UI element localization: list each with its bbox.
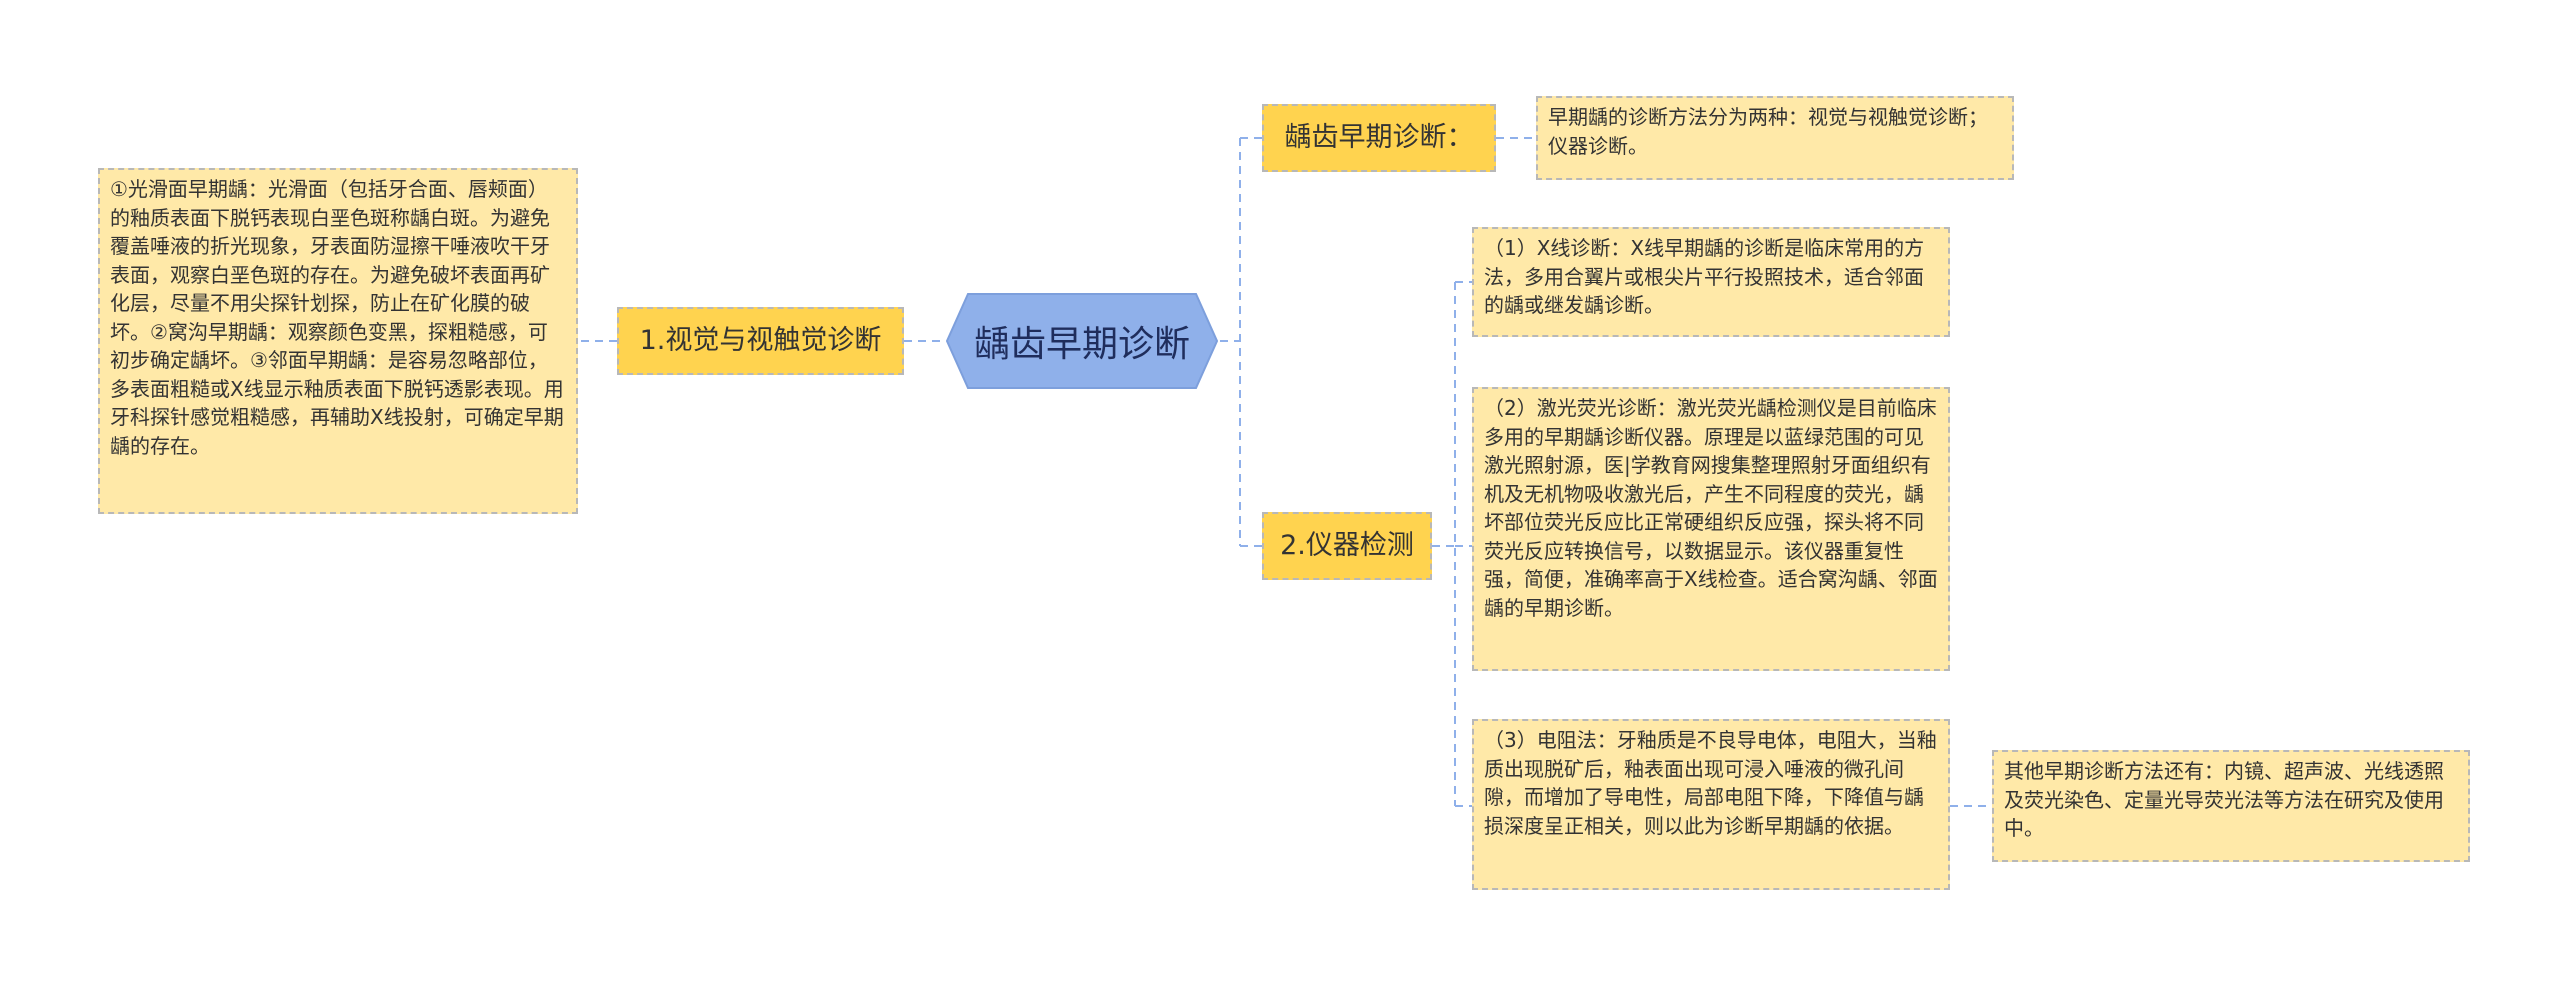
root-label: 龋齿早期诊断 xyxy=(973,324,1190,365)
note-xray-diagnosis[interactable]: （1）X线诊断：X线早期龋的诊断是临床常用的方法，多用合翼片或根尖片平行投照技术… xyxy=(1472,227,1950,337)
note-visual-diagnosis[interactable]: ①光滑面早期龋：光滑面（包括牙合面、唇颊面）的釉质表面下脱钙表现白垩色斑称龋白斑… xyxy=(98,168,578,514)
branch-topic-top[interactable]: 龋齿早期诊断： xyxy=(1262,104,1496,172)
note-resistance-text: （3）电阻法：牙釉质是不良导电体，电阻大，当釉质出现脱矿后，釉表面出现可浸入唾液… xyxy=(1484,728,1937,838)
root-node[interactable]: 龋齿早期诊断 xyxy=(946,293,1218,389)
branch-visual-label: 1.视觉与视触觉诊断 xyxy=(639,325,882,356)
branch-instrument-detection[interactable]: 2.仪器检测 xyxy=(1262,512,1432,580)
note-diagnosis-overview[interactable]: 早期龋的诊断方法分为两种：视觉与视触觉诊断；仪器诊断。 xyxy=(1536,96,2014,180)
note-overview-text: 早期龋的诊断方法分为两种：视觉与视触觉诊断；仪器诊断。 xyxy=(1548,105,1988,158)
branch-topic-top-label: 龋齿早期诊断： xyxy=(1284,122,1474,153)
branch-instrument-label: 2.仪器检测 xyxy=(1280,530,1414,561)
branch-visual-diagnosis[interactable]: 1.视觉与视触觉诊断 xyxy=(617,307,904,375)
note-visual-text: ①光滑面早期龋：光滑面（包括牙合面、唇颊面）的釉质表面下脱钙表现白垩色斑称龋白斑… xyxy=(110,177,564,458)
note-other-methods[interactable]: 其他早期诊断方法还有：内镜、超声波、光线透照及荧光染色、定量光导荧光法等方法在研… xyxy=(1992,750,2470,862)
note-resistance-method[interactable]: （3）电阻法：牙釉质是不良导电体，电阻大，当釉质出现脱矿后，釉表面出现可浸入唾液… xyxy=(1472,719,1950,890)
note-xray-text: （1）X线诊断：X线早期龋的诊断是临床常用的方法，多用合翼片或根尖片平行投照技术… xyxy=(1484,236,1925,317)
note-laser-text: （2）激光荧光诊断：激光荧光龋检测仪是目前临床多用的早期龋诊断仪器。原理是以蓝绿… xyxy=(1484,396,1938,620)
note-other-text: 其他早期诊断方法还有：内镜、超声波、光线透照及荧光染色、定量光导荧光法等方法在研… xyxy=(2004,759,2444,840)
note-laser-diagnosis[interactable]: （2）激光荧光诊断：激光荧光龋检测仪是目前临床多用的早期龋诊断仪器。原理是以蓝绿… xyxy=(1472,387,1950,671)
root-hexagon-shape xyxy=(946,293,1218,389)
